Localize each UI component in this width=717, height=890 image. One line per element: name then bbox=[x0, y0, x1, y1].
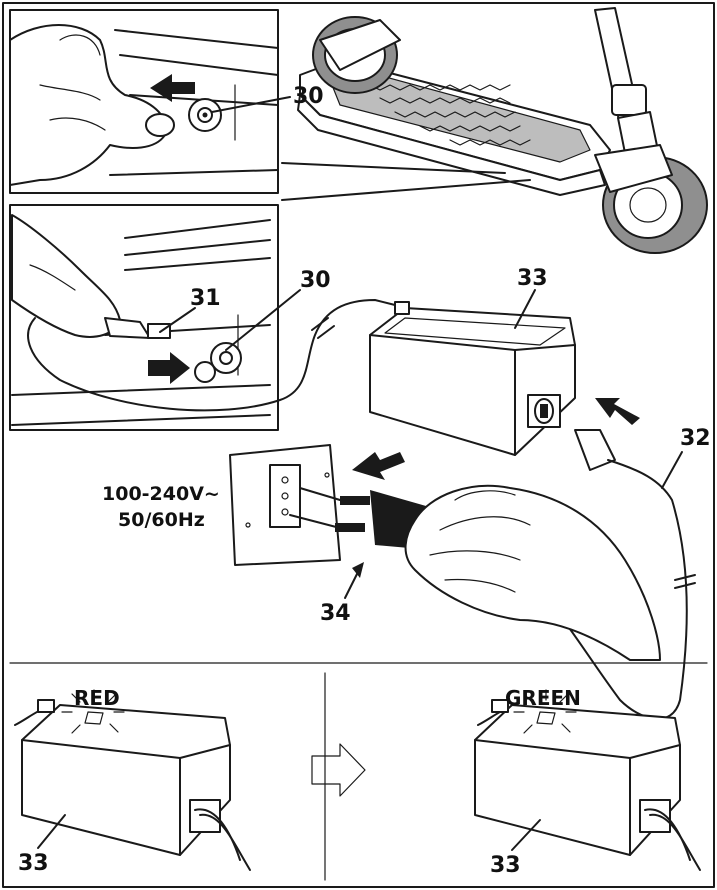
wall-socket bbox=[229, 444, 341, 566]
cable-break-mark bbox=[674, 582, 696, 589]
label-charger: 33 bbox=[517, 266, 548, 291]
arrow-left-icon bbox=[595, 398, 640, 425]
scooter-illustration bbox=[297, 7, 708, 254]
arrow-left-icon bbox=[352, 452, 405, 480]
label-plug-dc: 31 bbox=[190, 286, 221, 311]
cable-break-mark bbox=[674, 574, 696, 581]
charger-state-green bbox=[474, 689, 701, 871]
label-cable: 32 bbox=[680, 426, 711, 451]
label-inlet-mid: 30 bbox=[300, 268, 331, 293]
arrow-up-icon bbox=[352, 562, 364, 578]
label-mains-plug: 34 bbox=[320, 601, 351, 626]
label-inlet-top: 30 bbox=[293, 84, 324, 109]
detail-panel-mid bbox=[9, 204, 396, 431]
led-glow-icon bbox=[61, 689, 125, 734]
leader-charger bbox=[514, 289, 536, 329]
arrow-right-icon bbox=[148, 352, 190, 384]
leader-inlet-top bbox=[211, 96, 291, 113]
leader-inlet-mid bbox=[225, 289, 301, 351]
detail-panel-top bbox=[9, 9, 279, 194]
label-led-green: GREEN bbox=[505, 686, 581, 710]
leader-charger-right bbox=[511, 819, 541, 851]
charger-unit bbox=[369, 301, 576, 456]
charger-state-red bbox=[14, 689, 251, 871]
led-red-indicator bbox=[84, 711, 104, 725]
label-led-red: RED bbox=[74, 686, 120, 710]
cable-break-mark bbox=[317, 325, 335, 339]
power-cord bbox=[544, 429, 688, 720]
cable-break-mark bbox=[311, 317, 329, 331]
leader-plug-dc bbox=[159, 307, 196, 333]
arrow-left-icon bbox=[150, 74, 195, 102]
progress-arrow-icon bbox=[311, 743, 366, 797]
leader-charger-left bbox=[37, 814, 66, 849]
callout-line-top bbox=[281, 162, 506, 174]
led-green-indicator bbox=[536, 711, 556, 725]
label-frequency: 50/60Hz bbox=[118, 509, 205, 531]
label-voltage: 100-240V~ bbox=[102, 483, 220, 505]
hand-illustration bbox=[404, 484, 661, 661]
label-charger-right: 33 bbox=[490, 853, 521, 878]
label-charger-left: 33 bbox=[18, 851, 49, 876]
leader-cable bbox=[661, 451, 683, 489]
led-glow-icon bbox=[513, 689, 577, 734]
callout-line-bottom bbox=[281, 179, 531, 201]
leader-mains-plug bbox=[344, 571, 359, 599]
